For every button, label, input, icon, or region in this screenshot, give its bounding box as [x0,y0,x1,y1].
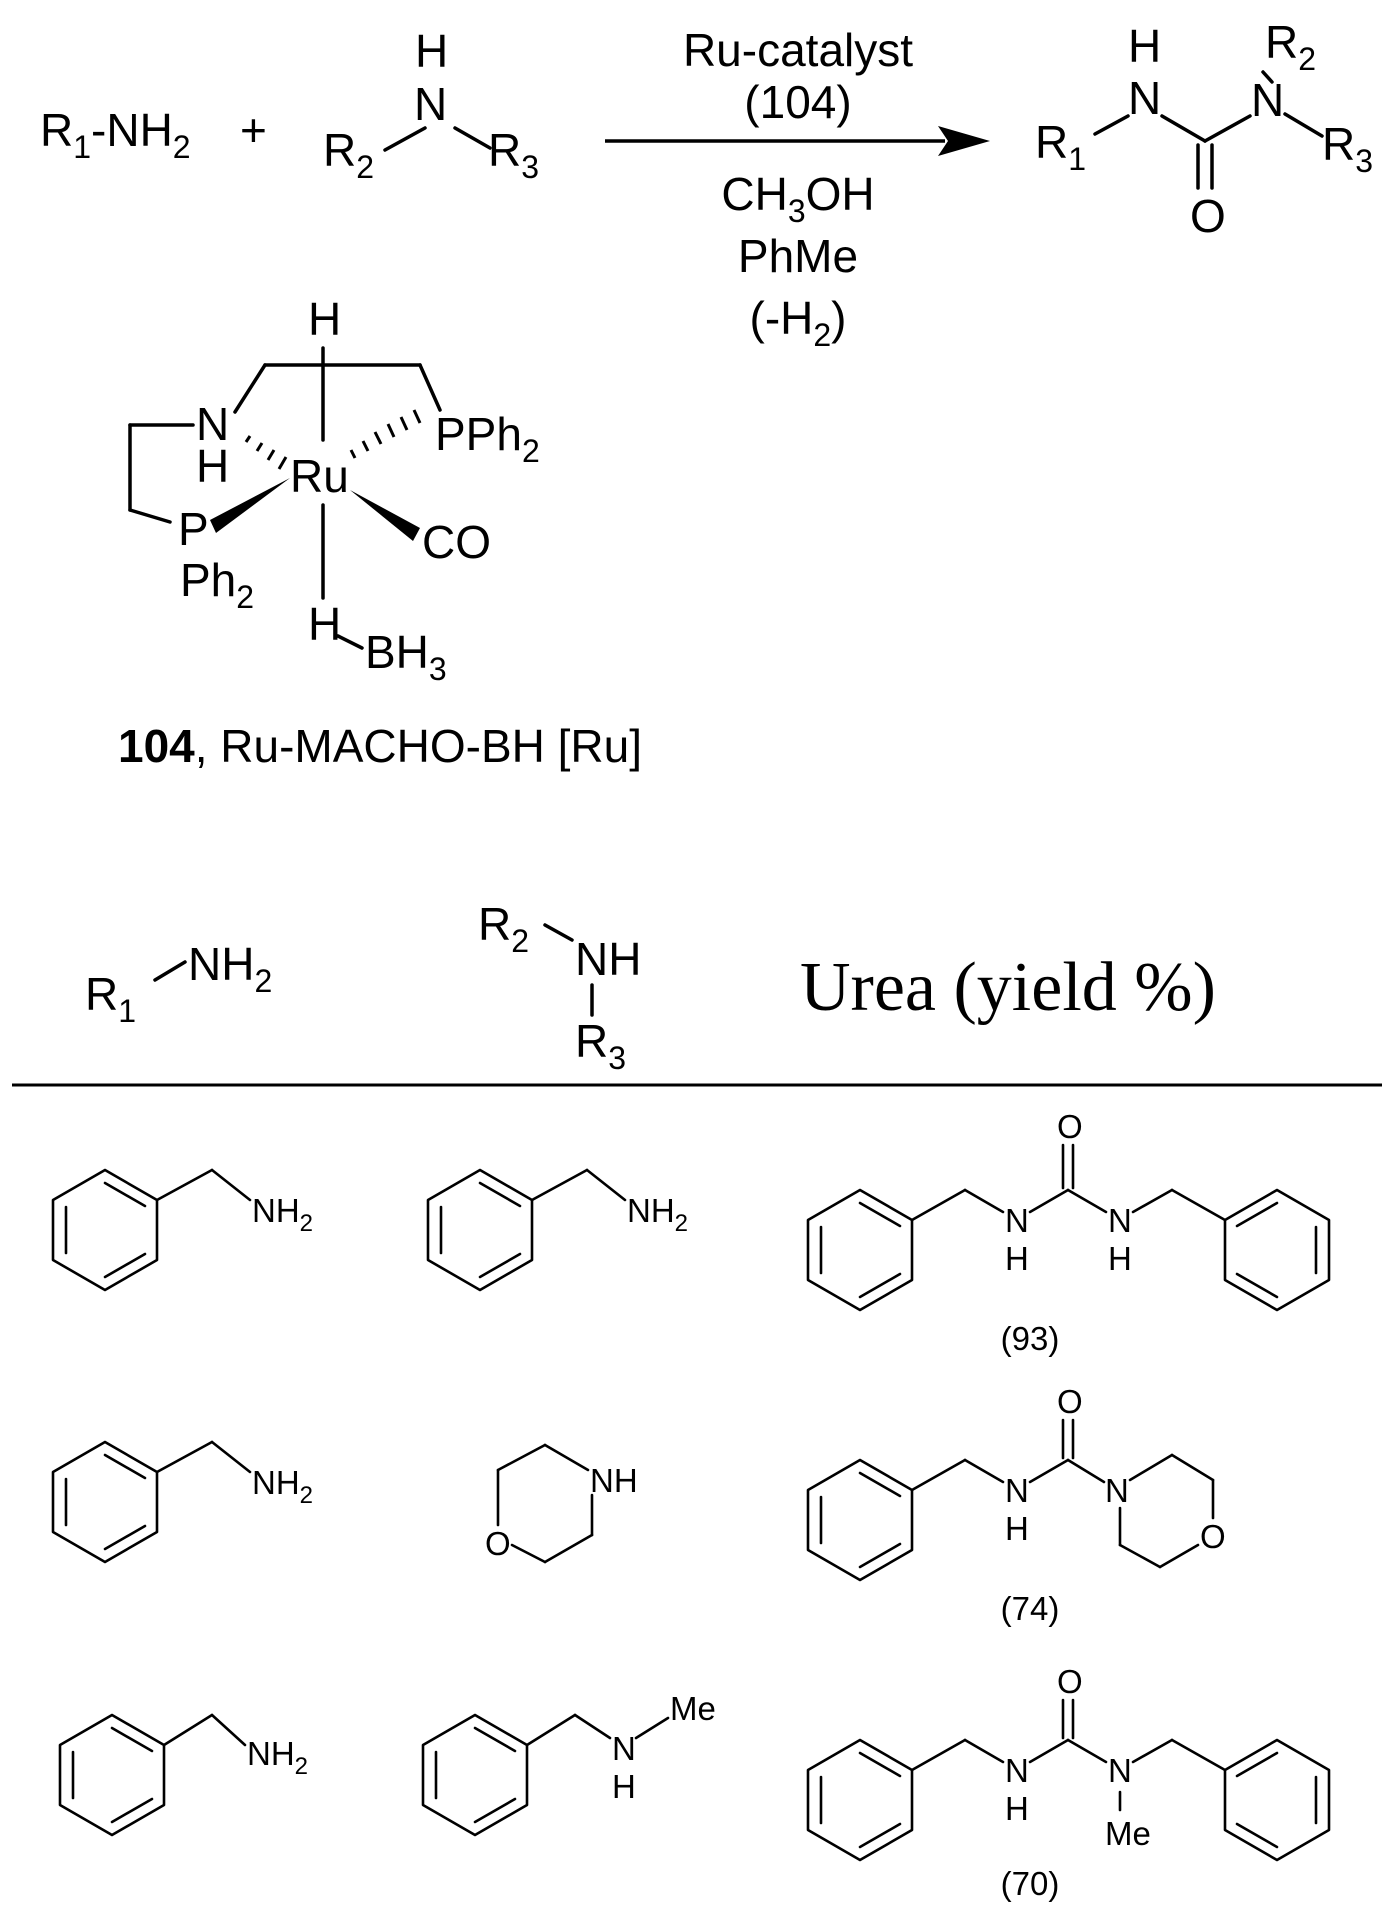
row2-urea-o: O [1057,1383,1083,1420]
product-nh-n: N [1128,72,1161,124]
row3-urea-n2: N [1108,1752,1132,1789]
catalyst-label: 104, Ru-MACHO-BH [Ru] [118,720,642,772]
row1-urea-h2: H [1108,1240,1132,1277]
table-row-1: NH2 NH2 N H O N H [51,1108,1331,1357]
r3-label: R3 [488,124,539,185]
row1-urea-n1: N [1005,1202,1029,1239]
row1-benzylamine-2: NH2 [426,1168,688,1292]
catalyst-104-structure: H N H Ru PPh2 P Ph2 CO [128,293,540,687]
catalyst-nh: H [196,440,229,492]
row2-urea-product: N H O N O (74) [806,1383,1226,1627]
product-n: N [1251,74,1284,126]
row3-n-methylbenzylamine: N H Me [421,1690,716,1837]
row3-yield: (70) [1001,1865,1060,1902]
row3-amine2-h: H [612,1768,636,1805]
catalyst-bh3: BH3 [365,626,447,687]
row2-urea-n1: N [1005,1472,1029,1509]
r2-label: R2 [323,124,374,185]
header-urea-yield: Urea (yield %) [800,949,1216,1026]
catalyst-number: 104 [118,720,195,772]
header-primary-amine-r1: R1 [85,968,136,1029]
reactant1-label: R1-NH2 [40,104,191,165]
row2-benzylamine: NH2 [51,1440,313,1564]
solvent-methanol: CH3OH [721,168,874,229]
row2-urea-n2: N [1105,1472,1129,1509]
solvent-toluene: PhMe [738,230,858,282]
row1-urea-n2: N [1108,1202,1132,1239]
row3-urea-product: N H O N Me (70) [806,1663,1331,1902]
row2-urea-h1: H [1005,1510,1029,1547]
row2-yield: (74) [1001,1590,1060,1627]
amine-h: H [415,25,448,77]
row2-amine2-o: O [485,1525,511,1562]
reactant-secondary-amine: H N R2 R3 [323,25,539,185]
row1-urea-product: N H O N H (93) [806,1108,1331,1357]
row3-urea-h1: H [1005,1790,1029,1827]
table-row-2: NH2 NH O N H O N [51,1383,1226,1627]
row1-urea-o: O [1057,1108,1083,1145]
catalyst-ru: Ru [290,450,349,502]
row3-amine2-me: Me [670,1690,716,1727]
catalyst-number-condition: (104) [744,76,851,128]
row1-amine1-nh2: NH2 [252,1192,313,1237]
catalyst-co: CO [422,516,491,568]
catalyst-pph2-right: PPh2 [435,408,540,469]
header-primary-amine-nh2: NH2 [188,938,272,999]
row1-amine2-nh2: NH2 [627,1192,688,1237]
row1-yield: (93) [1001,1320,1060,1357]
row1-urea-h1: H [1005,1240,1029,1277]
hydrogen-release: (-H2) [750,292,847,353]
row3-amine1-nh2: NH2 [247,1735,308,1780]
catalyst-p-left: P [178,503,209,555]
product-r2: R2 [1265,16,1316,77]
row3-amine2-n: N [612,1730,636,1767]
hash-bond-ru-p [349,409,422,459]
product-r1: R1 [1035,116,1086,177]
amine-n: N [414,78,447,130]
catalyst-ph2-left: Ph2 [180,554,254,615]
table-header: R1 NH2 R2 NH R3 Urea (yield %) [85,898,1216,1076]
hash-bond-ru-n [244,435,288,470]
catalyst-name: , Ru-MACHO-BH [Ru] [195,720,642,772]
wedge-bond-ru-p [210,478,290,533]
row3-benzylamine: NH2 [58,1713,308,1837]
table-row-3: NH2 N H Me N H O N [58,1663,1331,1902]
reactant-primary-amine: R1-NH2 [40,104,191,165]
header-secondary-amine-r3: R3 [575,1015,626,1076]
product-r3: R3 [1322,118,1373,179]
product-nh-h: H [1128,20,1161,72]
row3-urea-me: Me [1105,1815,1151,1852]
row1-benzylamine: NH2 [51,1168,313,1292]
catalyst-n: N [196,398,229,450]
catalyst-h-top: H [308,293,341,345]
reaction-arrow [605,126,990,156]
row3-urea-o: O [1057,1663,1083,1700]
plus-sign: + [240,104,267,156]
header-secondary-amine-r2: R2 [478,898,529,959]
urea-product-general: H N R1 O N R2 R3 [1035,16,1373,242]
header-secondary-amine-nh: NH [575,933,641,985]
row2-urea-morpholine-o: O [1200,1518,1226,1555]
row3-urea-n1: N [1005,1752,1029,1789]
product-o: O [1190,190,1226,242]
row2-amine1-nh2: NH2 [252,1464,313,1509]
catalyst-condition: Ru-catalyst [683,24,913,76]
row2-morpholine: NH O [485,1443,638,1564]
catalyst-h-bottom: H [308,598,341,650]
row2-amine2-nh: NH [590,1462,638,1499]
wedge-bond-ru-co [350,490,420,541]
